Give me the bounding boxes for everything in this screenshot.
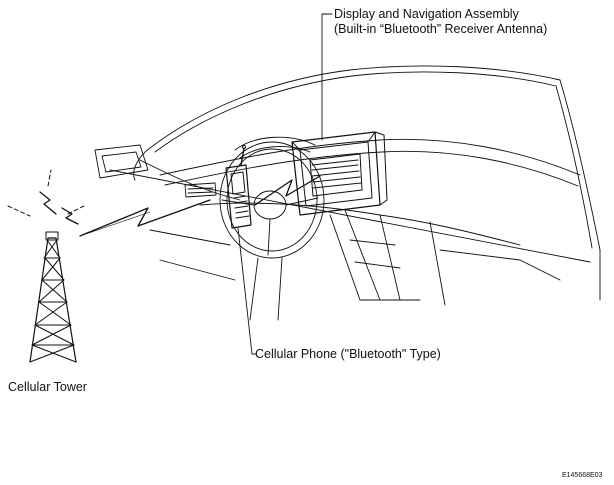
display-assembly-sublabel: (Built-in “Bluetooth” Receiver Antenna) (334, 22, 548, 36)
figure-code-label: E145668E03 (562, 472, 603, 479)
radio-signal-bolts (79, 175, 321, 237)
display-assembly-label: Display and Navigation Assembly (334, 7, 519, 21)
cellular-tower-illustration (7, 169, 85, 363)
display-navigation-assembly (291, 131, 388, 216)
cellular-phone-label: Cellular Phone ("Bluetooth" Type) (255, 347, 441, 361)
cellular-phone-illustration (225, 144, 252, 229)
leader-lines (237, 13, 333, 355)
cellular-tower-label: Cellular Tower (8, 380, 87, 394)
car-interior-illustration (94, 65, 601, 321)
